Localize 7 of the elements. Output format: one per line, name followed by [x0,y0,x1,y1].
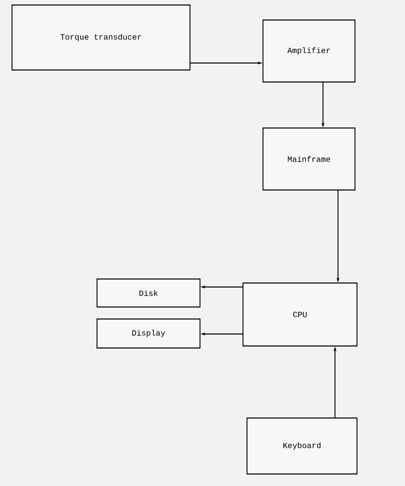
block-box: Display [96,318,200,348]
block-box: CPU [242,282,358,346]
block-box: Keyboard [246,418,358,474]
block-box: Disk [96,278,200,308]
block-box: Mainframe [262,128,356,190]
block-box: Torque transducer [12,4,190,70]
block-box: Amplifier [262,20,356,82]
